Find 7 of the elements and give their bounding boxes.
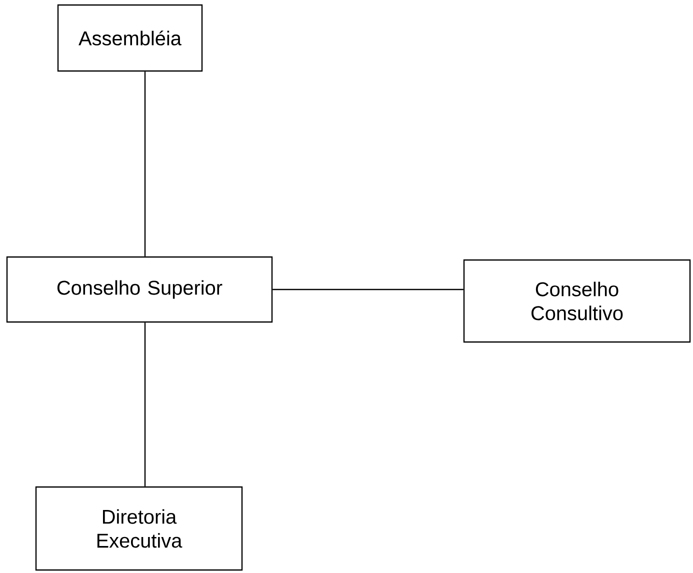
- box: Diretoria Executiva: [35, 486, 243, 571]
- connector-line: [144, 72, 146, 256]
- connector-line: [144, 322, 146, 486]
- connector-line: [272, 288, 464, 290]
- box: Conselho Consultivo: [463, 259, 691, 343]
- box: Assembléia: [57, 4, 203, 72]
- box: Conselho Superior: [6, 256, 273, 323]
